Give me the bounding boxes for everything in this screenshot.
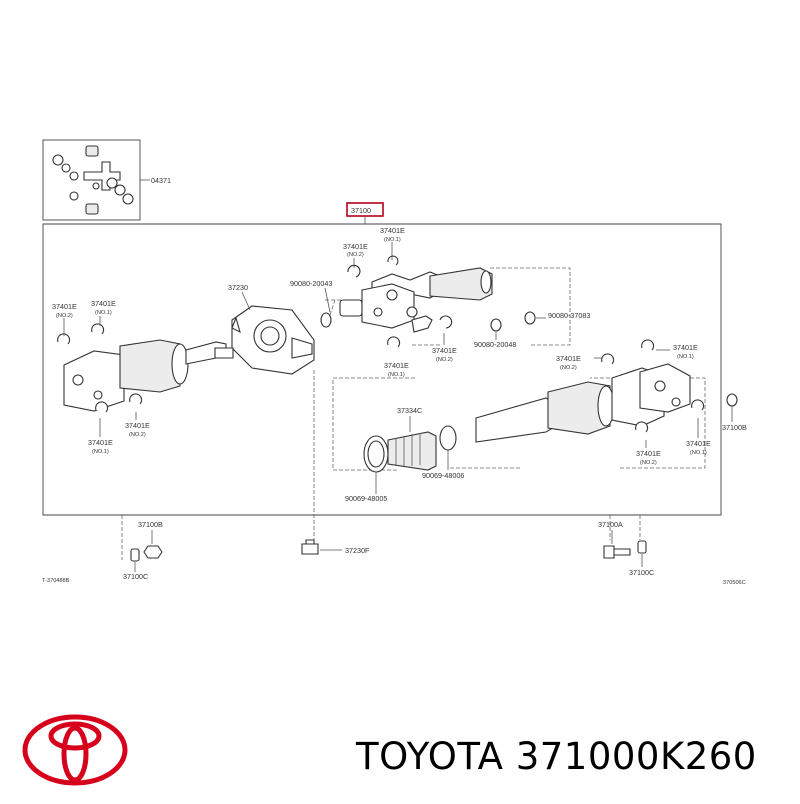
callout-37100C: 37100C — [629, 568, 654, 577]
bearing-cup — [490, 318, 502, 332]
brand-caption: TOYOTA 371000K260 — [356, 735, 757, 778]
snap-ring — [91, 323, 105, 335]
bolt — [301, 539, 319, 555]
assembly-outline — [42, 223, 722, 516]
callout-37401E: 37401E — [636, 449, 661, 458]
snap-ring — [691, 399, 705, 411]
callout-37100B: 37100B — [722, 423, 747, 432]
callout-90069-48006: 90069-48006 — [422, 471, 464, 480]
hex-nut — [143, 545, 163, 559]
callout-37100: 37100 — [351, 206, 371, 215]
callout-37230F: 37230F — [345, 546, 370, 555]
callout-37401E: 37401E — [686, 439, 711, 448]
drawing-code-right: 370506C — [723, 580, 746, 586]
bearing-cup — [524, 311, 536, 325]
spider-kit-inset — [42, 139, 150, 221]
callout-sub: (NO.2) — [640, 460, 657, 466]
logo-outer-ellipse — [22, 714, 128, 786]
rear-propeller-shaft — [475, 363, 691, 443]
callout-sub: (NO.2) — [436, 357, 453, 363]
callout-37401E: 37401E — [556, 354, 581, 363]
callout-sub: (NO.1) — [384, 237, 401, 243]
snap-ring — [439, 315, 453, 329]
callout-37401E: 37401E — [88, 438, 113, 447]
callout-37230: 37230 — [228, 283, 248, 292]
callout-90080-37083: 90080-37083 — [548, 311, 590, 320]
callout-37401E: 37401E — [380, 226, 405, 235]
callout-sub: (NO.2) — [560, 365, 577, 371]
washer — [637, 540, 647, 554]
callout-37401E: 37401E — [125, 421, 150, 430]
front-yoke-assembly — [339, 267, 493, 333]
snap-ring — [57, 333, 71, 345]
callout-90069-48005: 90069-48005 — [345, 494, 387, 503]
callout-04371: 04371 — [151, 176, 171, 185]
bolt — [603, 545, 631, 559]
callout-90080-20043: 90080-20043 — [290, 279, 332, 288]
callout-37334C: 37334C — [397, 406, 422, 415]
callout-37100C: 37100C — [123, 572, 148, 581]
callout-sub: (NO.2) — [129, 432, 146, 438]
snap-ring — [601, 353, 615, 365]
callout-37100A: 37100A — [598, 520, 623, 529]
drawing-code-left: T-370488B — [42, 578, 70, 584]
washer — [130, 548, 140, 562]
callout-sub: (NO.2) — [56, 313, 73, 319]
callout-37401E: 37401E — [343, 242, 368, 251]
snap-ring — [129, 393, 143, 405]
bearing-cup — [726, 393, 738, 407]
front-propeller-shaft — [63, 339, 234, 412]
callout-37401E: 37401E — [384, 361, 409, 370]
center-support-bearing — [231, 305, 315, 375]
callout-37100B: 37100B — [138, 520, 163, 529]
callout-90080-20048: 90080-20048 — [474, 340, 516, 349]
callout-sub: (NO.1) — [92, 449, 109, 455]
callout-sub: (NO.1) — [388, 372, 405, 378]
callout-37401E: 37401E — [432, 346, 457, 355]
callout-sub: (NO.2) — [347, 252, 364, 258]
brand-name: TOYOTA — [356, 735, 504, 778]
toyota-logo — [22, 714, 128, 786]
bearing-cup — [320, 312, 332, 328]
callout-sub: (NO.1) — [690, 450, 707, 456]
callout-37401E: 37401E — [673, 343, 698, 352]
snap-ring — [635, 421, 649, 433]
callout-37401E: 37401E — [52, 302, 77, 311]
part-number: 371000K260 — [515, 735, 757, 778]
callout-sub: (NO.1) — [677, 354, 694, 360]
snap-ring — [387, 336, 401, 348]
logo-center-ellipse — [61, 725, 89, 783]
snap-ring — [95, 401, 109, 413]
logo-top-ellipse — [48, 721, 102, 751]
snap-ring — [347, 264, 361, 278]
dust-boot-set — [363, 425, 457, 473]
callout-sub: (NO.1) — [95, 310, 112, 316]
snap-ring — [641, 339, 655, 351]
callout-37401E: 37401E — [91, 299, 116, 308]
snap-ring — [387, 255, 399, 266]
